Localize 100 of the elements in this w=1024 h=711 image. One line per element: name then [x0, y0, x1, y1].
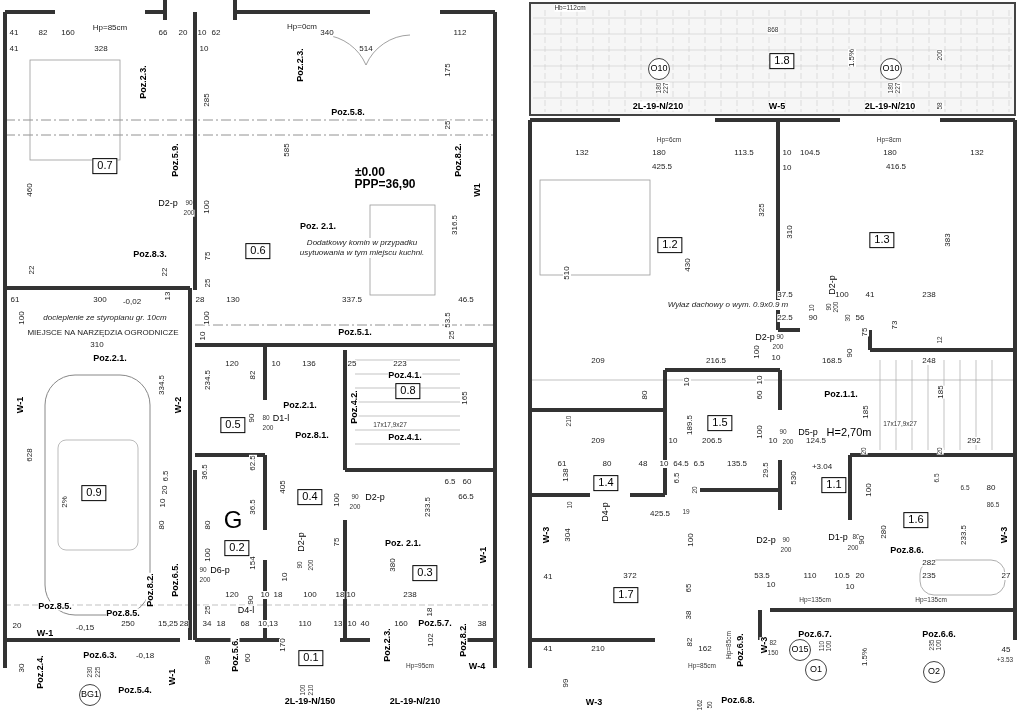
dimension-text: 22 [161, 267, 169, 277]
height-label: H=2,70m [826, 426, 872, 438]
dimension-text: 10 [782, 149, 792, 157]
position-label: Poz.8.5. [38, 601, 72, 611]
room-number-box: 0.6 [245, 243, 271, 259]
plan-note: Dodatkowy komin w przypadku usytuowania w tym miejscu kuchni. [297, 238, 427, 258]
dimension-text: 53.5 [754, 572, 770, 580]
dimension-text: 82 [38, 29, 48, 37]
position-label: Poz.8.1. [295, 430, 329, 440]
dimension-text: 10 [281, 572, 289, 582]
dimension-text: 100 [303, 591, 317, 599]
dimension-text: 36.5 [201, 464, 209, 480]
dimension-text: MIEJSCE NA NARZĘDZIA OGRODNICZE [27, 329, 179, 337]
level-label: PPP=36,90 [354, 178, 416, 190]
dimension-text: 6.5 [162, 470, 170, 482]
dimension-text: 530 [790, 471, 798, 485]
dimension-text: 206.5 [702, 437, 722, 445]
position-label: W-3 [999, 526, 1009, 544]
dimension-text: 380 [389, 558, 397, 572]
dimension-text: 82 [686, 637, 694, 647]
position-label: Poz.6.3. [83, 650, 117, 660]
dimension-text: 100 [835, 291, 849, 299]
dimension-text: 337.5 [342, 296, 362, 304]
room-number-box: 0.1 [298, 650, 324, 666]
position-label: W-1 [478, 546, 488, 564]
door-label: D4-p [600, 502, 610, 522]
position-label: 2L-19-N/150 [284, 696, 336, 706]
dimension-text: 10 [768, 437, 778, 445]
dimension-text: 102 [427, 633, 435, 647]
dimension-text: 136 [302, 360, 316, 368]
dimension-text: 99 [204, 655, 212, 665]
dimension-text: 628 [26, 448, 34, 462]
dimension-text: 46.5 [458, 296, 474, 304]
level-label: ±0.00 [355, 166, 385, 178]
dimension-text: 325 [758, 203, 766, 217]
dimension-text: 41 [865, 291, 875, 299]
room-number-box: 0.7 [92, 158, 118, 174]
dimension-text: 10 [346, 591, 356, 599]
dimension-text: 110 [803, 572, 817, 580]
dimension-text: 20 [161, 485, 169, 495]
dimension-text: 82 [249, 370, 257, 380]
dimension-text: 62 [211, 29, 221, 37]
dimension-text: 154 [249, 556, 257, 570]
dimension-text: 425.5 [652, 163, 672, 171]
room-number-box: 0.4 [297, 489, 323, 505]
dimension-text: 41 [543, 573, 553, 581]
door-label: D2-p [158, 198, 178, 208]
dimension-text: 2% [61, 496, 69, 508]
position-label: W-3 [759, 636, 769, 654]
dimension-text: 75 [861, 327, 869, 337]
dimension-text: 80 [641, 390, 649, 400]
dimension-text: 25 [347, 360, 357, 368]
dimension-text: 340 [320, 29, 334, 37]
dimension-text: 328 [94, 45, 108, 53]
dimension-text: 185 [937, 385, 945, 399]
dimension-text: 112 [453, 29, 467, 37]
dimension-text: 65 [685, 583, 693, 593]
position-label: Poz.2.3. [382, 628, 392, 662]
dimension-text: 6.5 [693, 460, 705, 468]
dimension-text: 60 [462, 478, 472, 486]
dimension-text: 248 [922, 357, 936, 365]
dimension-text: 310 [90, 341, 104, 349]
dimension-text: 210 [591, 645, 605, 653]
dimension-text: 18 [216, 620, 226, 628]
dimension-text: 110 [298, 620, 312, 628]
position-label: W-3 [585, 697, 603, 707]
dimension-text: 510 [563, 266, 571, 280]
dimension-text: 48 [638, 460, 648, 468]
dimension-text: 20 [178, 29, 188, 37]
dimension-text: 36.5 [249, 499, 257, 515]
dimension-text: 223 [393, 360, 407, 368]
room-number-box: 1.2 [657, 237, 683, 253]
dimension-text: 18 [273, 591, 283, 599]
dimension-text: 25 [448, 330, 456, 340]
position-label: Poz.5.4. [118, 685, 152, 695]
dimension-text: Hp=0cm [287, 23, 317, 31]
dimension-text: 90 [846, 348, 854, 358]
dimension-text: 15,25 [158, 620, 178, 628]
dimension-text: 138 [562, 468, 570, 482]
position-label: Poz.2.1. [283, 400, 317, 410]
position-label: W-1 [15, 396, 25, 414]
dimension-text: 60 [756, 390, 764, 400]
position-label: Poz.1.1. [824, 389, 858, 399]
dimension-text: 10 [159, 498, 167, 508]
dimension-text: 100 [756, 425, 764, 439]
position-label: 2L-19-N/210 [864, 101, 916, 111]
dimension-text: 180 [652, 149, 666, 157]
dimension-text: 514 [359, 45, 373, 53]
dimension-text: 90 [858, 535, 866, 545]
dimension-text: 53.5 [444, 312, 452, 328]
dimension-text: 34 [202, 620, 212, 628]
dimension-text: 66 [158, 29, 168, 37]
dimension-text: 66.5 [458, 493, 474, 501]
dimension-text: 28 [195, 296, 205, 304]
dimension-text: 304 [564, 528, 572, 542]
dimension-text: 334.5 [158, 375, 166, 395]
dimension-text: 10 [347, 620, 357, 628]
position-label: W-1 [36, 628, 54, 638]
dimension-text: 25 [204, 605, 212, 615]
dimension-text: 160 [394, 620, 408, 628]
